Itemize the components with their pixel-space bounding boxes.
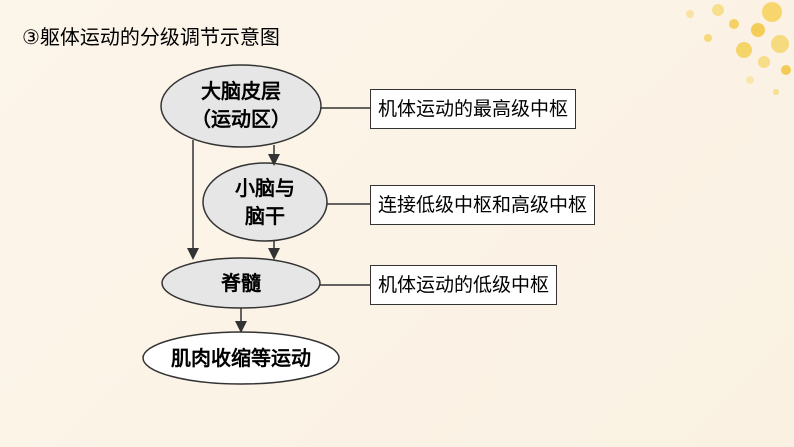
cortex-label-line2: （运动区） bbox=[161, 105, 321, 133]
cerebellum-label-line1: 小脑与 bbox=[203, 174, 327, 202]
annotation-cortex: 机体运动的最高级中枢 bbox=[370, 89, 576, 129]
cerebellum-label: 小脑与 脑干 bbox=[203, 174, 327, 230]
cortex-label: 大脑皮层 （运动区） bbox=[161, 77, 321, 133]
cortex-label-line1: 大脑皮层 bbox=[161, 77, 321, 105]
cerebellum-label-line2: 脑干 bbox=[203, 202, 327, 230]
annotation-cerebellum: 连接低级中枢和高级中枢 bbox=[370, 185, 595, 225]
spinal-cord-label: 脊髓 bbox=[162, 269, 320, 297]
effect-label: 肌肉收缩等运动 bbox=[143, 344, 339, 372]
annotation-spinal-cord: 机体运动的低级中枢 bbox=[370, 265, 557, 305]
